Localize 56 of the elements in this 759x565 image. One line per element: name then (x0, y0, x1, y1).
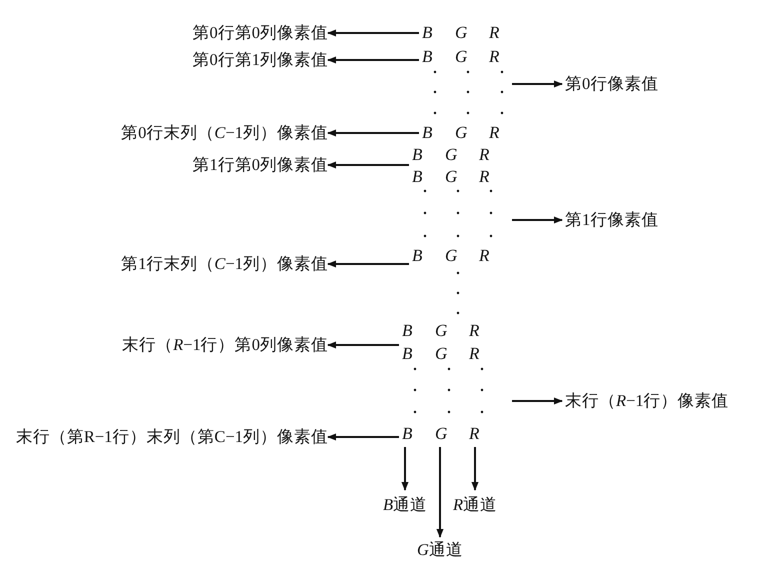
channel-letter: G (435, 344, 448, 364)
channel-letter: R (489, 23, 500, 43)
channel-letter: G (435, 424, 448, 444)
arrow (327, 56, 419, 64)
channel-letter: B (422, 123, 432, 143)
arrow (471, 447, 479, 491)
channel-letter: R (469, 424, 480, 444)
channel-letter: G (445, 145, 458, 165)
pixel-value-label: 第0行像素值 (565, 73, 658, 95)
channel-letter: R (479, 167, 490, 187)
channel-letter: R (479, 246, 490, 266)
channel-letter: B (422, 23, 432, 43)
channel-letter: B (382, 495, 394, 515)
channel-label: 通道 (463, 494, 498, 516)
arrow (327, 29, 419, 37)
channel-letter: B (412, 145, 422, 165)
channel-letter: B (422, 47, 432, 67)
channel-letter: R (469, 344, 480, 364)
channel-letter: G (445, 167, 458, 187)
channel-letter: R (479, 145, 490, 165)
pixel-value-label: 第1行第0列像素值 (192, 154, 328, 176)
channel-letter: B (412, 167, 422, 187)
channel-letter: G (435, 321, 448, 341)
channel-letter: G (455, 47, 468, 67)
pixel-value-label: 末行（第R−1行）末列（第C−1列）像素值 (16, 426, 328, 448)
channel-letter: R (489, 123, 500, 143)
arrow (327, 260, 409, 268)
pixel-value-label: 第0行末列（C−1列）像素值 (121, 122, 328, 144)
channel-label: 通道 (393, 494, 428, 516)
arrow (327, 433, 399, 441)
arrow (512, 216, 563, 224)
channel-letter: G (445, 246, 458, 266)
channel-letter: R (452, 495, 464, 515)
channel-letter: G (455, 23, 468, 43)
channel-letter: G (455, 123, 468, 143)
channel-letter: R (489, 47, 500, 67)
pixel-value-label: 第1行像素值 (565, 209, 658, 231)
pixel-value-label: 第0行第0列像素值 (192, 22, 328, 44)
channel-letter: B (402, 344, 412, 364)
arrow (512, 397, 563, 405)
pixel-value-label: 末行（R−1行）第0列像素值 (122, 334, 328, 356)
channel-letter: B (412, 246, 422, 266)
arrow (327, 161, 409, 169)
arrow (401, 447, 409, 491)
channel-letter: B (402, 321, 412, 341)
pixel-value-label: 第1行末列（C−1列）像素值 (121, 253, 328, 275)
arrow (327, 341, 399, 349)
pixel-value-label: 末行（R−1行）像素值 (565, 390, 729, 412)
channel-letter: B (402, 424, 412, 444)
arrow (327, 129, 419, 137)
channel-letter: G (417, 540, 429, 560)
arrow (436, 447, 444, 538)
pixel-value-label: 第0行第1列像素值 (192, 49, 328, 71)
arrow (512, 80, 563, 88)
channel-letter: R (469, 321, 480, 341)
channel-label: 通道 (428, 539, 463, 561)
